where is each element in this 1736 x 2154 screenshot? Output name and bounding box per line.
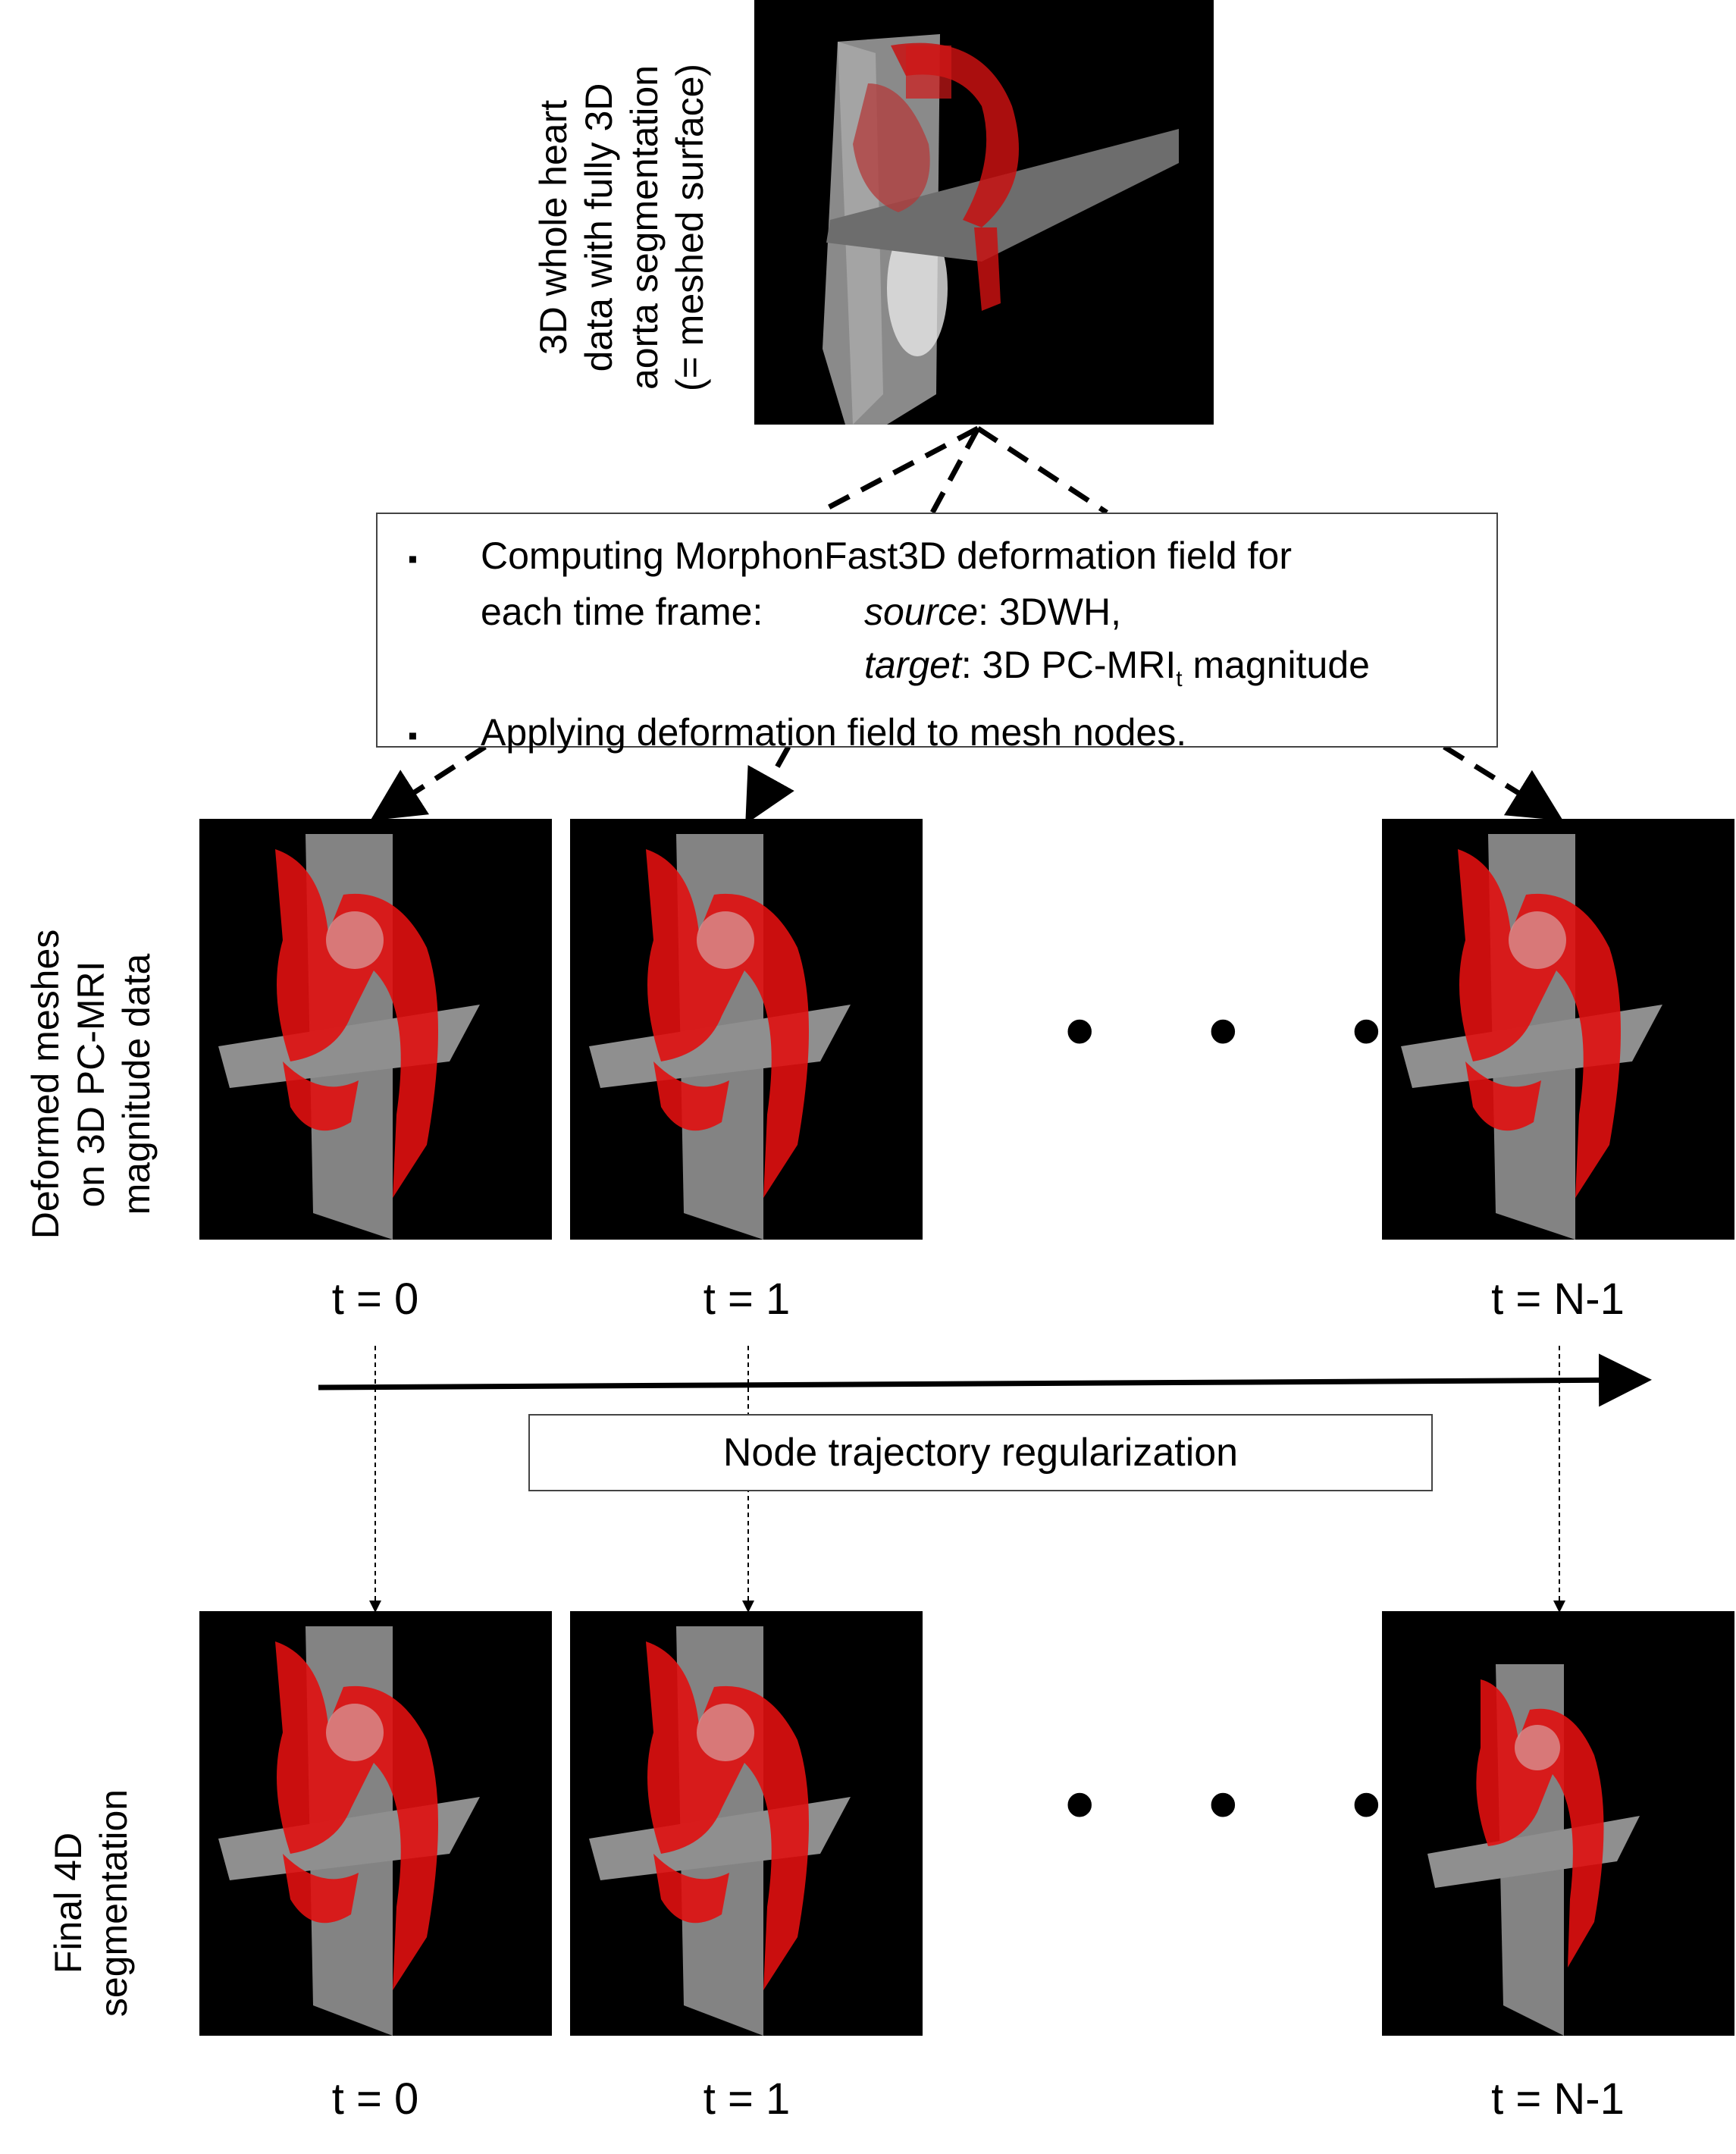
top-label: 3D whole heart data with fully 3D aorta … [532, 63, 711, 392]
row2-time-1: t = 1 [703, 2074, 791, 2124]
timeline-arrow [318, 1353, 1652, 1407]
process-line4: Applying deformation field to mesh nodes… [481, 710, 1187, 754]
process-line1: Computing MorphonFast3D deformation fiel… [481, 535, 1292, 577]
row1-panel-t1 [570, 819, 923, 1240]
dashed-arrows-bottom [370, 745, 1563, 825]
row2-panel-t0 [199, 1611, 552, 2036]
row1-time-1: t = 1 [703, 1275, 791, 1324]
regularization-label: Node trajectory regularization [722, 1431, 1239, 1475]
thin-vertical-arrows [369, 1346, 1565, 1613]
target-label: target [864, 643, 961, 686]
row2-time-0: t = 0 [331, 2074, 419, 2124]
row2-time-n: t = N-1 [1491, 2074, 1625, 2124]
target-subscript: t [1176, 666, 1183, 691]
row1-ellipsis: • • • [1065, 984, 1427, 1077]
row1-time-n: t = N-1 [1491, 1275, 1625, 1324]
target-suffix: magnitude [1182, 643, 1370, 686]
row2-label: Final 4D segmentation [47, 1789, 135, 2018]
source-value: : 3DWH, [978, 590, 1121, 633]
process-box: ▪ Computing MorphonFast3D deformation fie… [376, 513, 1498, 754]
bullet-icon: ▪ [408, 719, 418, 751]
row1-panel-t0 [199, 819, 552, 1240]
row1-panel-tn [1382, 819, 1734, 1240]
dashed-arrows-top [817, 425, 1108, 516]
bullet-icon: ▪ [408, 542, 418, 574]
row2-panel-tn [1382, 1611, 1734, 2036]
row2-ellipsis: • • • [1065, 1757, 1427, 1851]
process-line2: each time frame: [481, 590, 763, 633]
regularization-box: Node trajectory regularization [528, 1414, 1433, 1491]
row1-label: Deformed meshes on 3D PC-MRI magnitude d… [24, 929, 158, 1240]
aorta-mesh-render [218, 834, 480, 1240]
row2-panel-t1 [570, 1611, 923, 2036]
whole-heart-image [754, 0, 1214, 425]
source-label: source [864, 590, 979, 633]
target-value: : 3D PC-MRI [960, 643, 1177, 686]
process-text: ▪ Computing MorphonFast3D deformation fie… [408, 529, 1484, 762]
row1-time-0: t = 0 [331, 1275, 419, 1324]
